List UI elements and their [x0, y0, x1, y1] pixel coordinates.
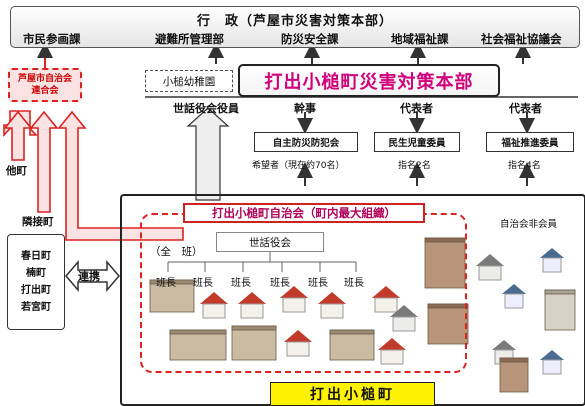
cooperation-arrow — [65, 259, 120, 293]
hancho-2: 班長 — [193, 278, 213, 289]
apartment-icons — [149, 237, 576, 393]
city-association-federation: 芦屋市自治会 連合会 — [8, 68, 82, 102]
association-label: 打出小槌町自治会（町内最大組織） — [183, 203, 425, 223]
hancho-4: 班長 — [270, 278, 290, 289]
unit-welfare-commissioner: 民生児童委員 — [374, 132, 460, 152]
unit-note-self-defense: 希望者（現在約70名） — [252, 161, 345, 171]
dept-shelter-management: 避難所管理部 — [155, 32, 224, 46]
other-town-label: 他町 — [6, 165, 27, 177]
role-representative-2: 代表者 — [509, 102, 542, 115]
dept-civic-participation: 市民参画課 — [23, 32, 81, 46]
dept-disaster-safety: 防災安全課 — [281, 32, 339, 46]
kindergarten-box: 小槌幼稚園 — [145, 70, 233, 92]
neighbor-towns-box: 春日町 楠町 打出町 若宮町 — [7, 234, 65, 330]
officers-big-arrow — [186, 107, 230, 201]
dept-arrows — [208, 42, 531, 64]
unit-note-welfare-commissioner: 指名2名 — [398, 161, 431, 171]
hancho-1: 班長 — [156, 278, 176, 289]
assoc-red-arrows — [3, 110, 184, 241]
unit-note-welfare-promotion: 指名4名 — [508, 161, 541, 171]
government-banner: 行 政（芦屋市災害対策本部） 市民参画課 避難所管理部 防災安全課 地域福祉課 … — [10, 6, 580, 48]
cooperation-label: 連携 — [78, 270, 100, 283]
rengo-line2: 連合会 — [31, 86, 59, 96]
dept-social-welfare-council: 社会福祉協議会 — [481, 32, 562, 46]
dept-regional-welfare: 地域福祉課 — [391, 32, 449, 46]
hancho-3: 班長 — [231, 278, 251, 289]
role-representative-1: 代表者 — [400, 102, 433, 115]
town-name-box: 打出小槌町 — [270, 382, 435, 406]
role-officers: 世話役会役員 — [173, 102, 239, 115]
disaster-hq-box: 打出小槌町災害対策本部 — [238, 64, 500, 97]
neighbor-town-2: 楠町 — [26, 268, 46, 279]
neighbor-town-4: 若宮町 — [21, 302, 51, 313]
neighbor-town-label: 隣接町 — [22, 216, 54, 228]
unit-welfare-promotion: 福祉推進委員 — [486, 132, 574, 152]
non-member-label: 自治会非会員 — [500, 219, 558, 230]
all-groups-label: （全 班） — [150, 246, 203, 258]
neighbor-town-1: 春日町 — [21, 251, 51, 262]
hancho-5: 班長 — [308, 278, 328, 289]
house-icons — [200, 248, 564, 375]
hancho-6: 班長 — [344, 278, 364, 289]
role-secretary: 幹事 — [294, 102, 316, 115]
government-title: 行 政（芦屋市災害対策本部） — [196, 14, 393, 29]
role-unit-arrows — [297, 112, 535, 186]
sewayakukai-box: 世話役会 — [216, 232, 324, 252]
unit-self-defense: 自主防災防犯会 — [254, 132, 358, 152]
neighbor-town-3: 打出町 — [21, 285, 51, 296]
tree-lines — [167, 252, 357, 272]
rengo-line1: 芦屋市自治会 — [17, 74, 72, 84]
